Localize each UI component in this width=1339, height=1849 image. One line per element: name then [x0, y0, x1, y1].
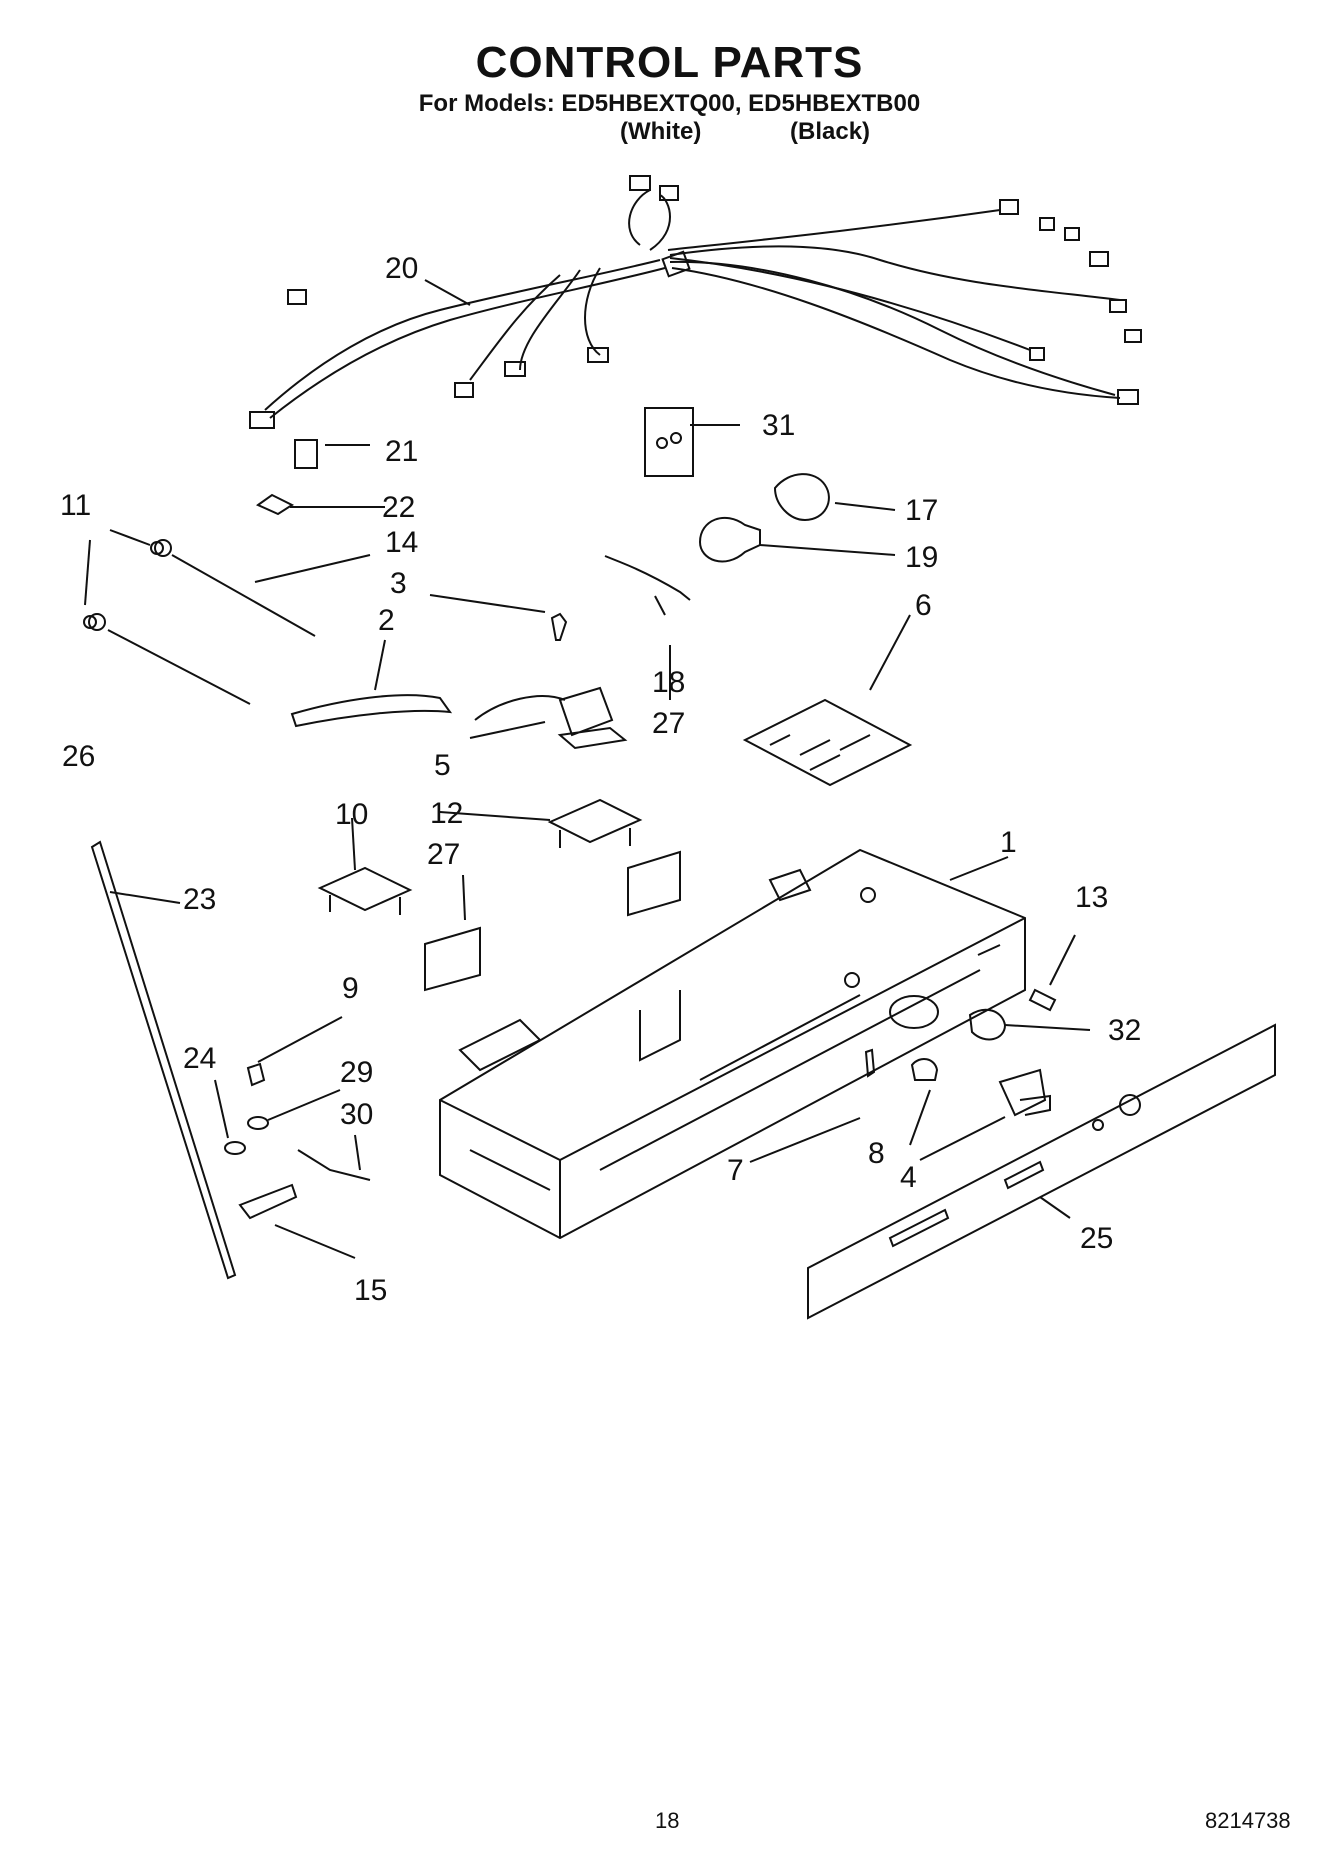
callout-27a: 27 — [652, 707, 685, 740]
pin-30 — [297, 1149, 371, 1181]
callout-31: 31 — [762, 409, 795, 442]
rod-14 — [171, 554, 316, 637]
callout-3: 3 — [390, 567, 407, 600]
callout-2: 2 — [378, 604, 395, 637]
pad-31 — [644, 407, 694, 477]
control-board — [742, 698, 913, 787]
clip-22 — [256, 493, 295, 516]
screw-13 — [1028, 988, 1057, 1012]
callout-1: 1 — [1000, 826, 1017, 859]
callout-6: 6 — [915, 589, 932, 622]
bracket-10 — [317, 866, 413, 915]
callout-leaders — [84, 279, 1091, 1259]
wiring-harness — [249, 175, 1142, 429]
clip-21 — [294, 439, 318, 469]
document-number: 8214738 — [1205, 1808, 1291, 1833]
callout-7: 7 — [727, 1154, 744, 1187]
switch-5 — [557, 686, 628, 750]
page-number: 18 — [655, 1808, 680, 1833]
callout-9: 9 — [342, 972, 359, 1005]
callout-10: 10 — [335, 798, 368, 831]
label-27b — [627, 850, 681, 917]
rod-23 — [90, 840, 237, 1280]
callout-4: 4 — [900, 1161, 917, 1194]
page-title: CONTROL PARTS — [475, 38, 864, 87]
tube-2 — [290, 694, 453, 728]
control-housing — [439, 848, 1026, 1240]
callout-12: 12 — [430, 797, 463, 830]
lamp-socket — [773, 473, 830, 522]
light-bulb — [698, 516, 761, 563]
callout-21: 21 — [385, 435, 418, 468]
lamp-wire — [604, 555, 691, 601]
label-27a — [424, 926, 481, 992]
variant-white: (White) — [620, 118, 702, 145]
callout-32: 32 — [1108, 1014, 1141, 1047]
hinge-15 — [238, 1183, 298, 1220]
callout-23: 23 — [183, 883, 216, 916]
callout-20: 20 — [385, 252, 418, 285]
variant-black: (Black) — [790, 118, 871, 145]
callout-8: 8 — [868, 1137, 885, 1170]
callout-24: 24 — [183, 1042, 216, 1075]
callout-19: 19 — [905, 541, 938, 574]
callout-13: 13 — [1075, 881, 1108, 914]
callout-15: 15 — [354, 1274, 387, 1307]
diagram-drawing — [83, 175, 1276, 1320]
button-8 — [910, 1058, 939, 1081]
rod-26 — [107, 629, 251, 705]
callout-5: 5 — [434, 749, 451, 782]
callout-numbers: 1 2 3 4 5 6 7 8 9 10 11 12 13 14 15 17 1… — [60, 252, 1141, 1307]
plug-32 — [968, 1008, 1007, 1041]
callout-22: 22 — [382, 491, 415, 524]
callout-11: 11 — [60, 489, 91, 522]
screw-7 — [864, 1048, 876, 1078]
thermostat-4 — [998, 1068, 1051, 1117]
callout-17: 17 — [905, 494, 938, 527]
callout-25: 25 — [1080, 1222, 1113, 1255]
models-line: For Models: ED5HBEXTQ00, ED5HBEXTB00 — [418, 90, 921, 117]
callout-27b: 27 — [427, 838, 460, 871]
washer-24 — [224, 1141, 246, 1155]
bracket-12 — [547, 798, 643, 848]
callout-14: 14 — [385, 526, 418, 559]
callout-26: 26 — [62, 740, 95, 773]
screw-9 — [246, 1062, 266, 1087]
screw-3 — [550, 612, 568, 641]
callout-18: 18 — [652, 666, 685, 699]
washer-29 — [247, 1116, 269, 1130]
callout-29: 29 — [340, 1056, 373, 1089]
callout-30: 30 — [340, 1098, 373, 1131]
